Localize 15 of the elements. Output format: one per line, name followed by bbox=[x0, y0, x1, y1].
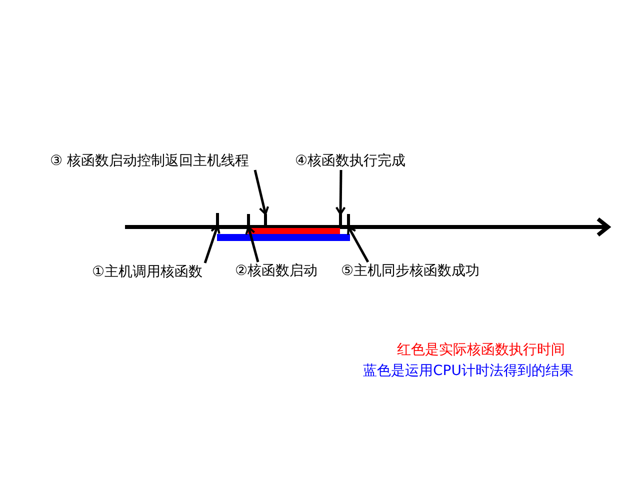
legend-text: 蓝色是运用CPU计时法得到的结果 bbox=[363, 362, 574, 380]
step-label: ③ 核函数启动控制返回主机线程 bbox=[50, 152, 250, 170]
leader-arrow bbox=[245, 226, 260, 262]
legend-text: 红色是实际核函数执行时间 bbox=[397, 341, 565, 359]
step-label: ④核函数执行完成 bbox=[295, 152, 406, 170]
step-label: ⑤主机同步核函数成功 bbox=[341, 262, 480, 280]
tick-mark bbox=[264, 214, 267, 227]
tick-mark bbox=[216, 213, 219, 226]
leader-arrow bbox=[254, 170, 270, 216]
tick-mark bbox=[339, 214, 342, 227]
step-label: ①主机调用核函数 bbox=[92, 263, 203, 281]
step-label: ②核函数启动 bbox=[235, 262, 318, 280]
leader-arrow bbox=[335, 170, 346, 216]
tick-mark bbox=[347, 214, 350, 227]
tick-mark bbox=[247, 214, 250, 227]
